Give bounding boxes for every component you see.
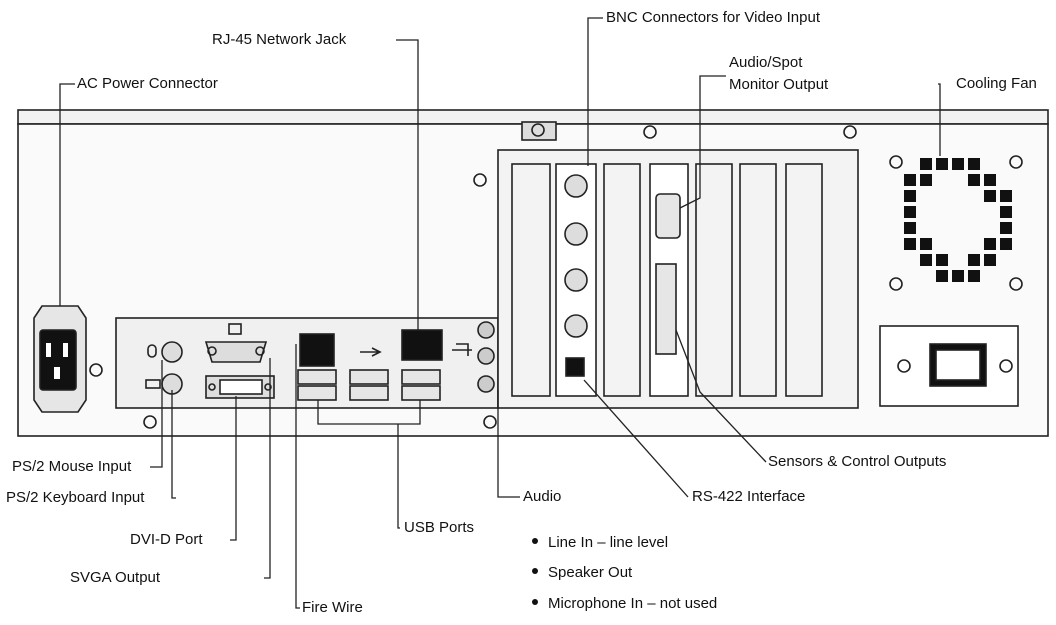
label-sensors-control-outputs: Sensors & Control Outputs [768, 453, 947, 470]
screw-icon [643, 125, 657, 139]
bullet-icon [532, 568, 538, 575]
power-switch-plate [879, 325, 1019, 407]
usb-port [297, 369, 337, 385]
audio-item-text: Line In – line level [548, 534, 669, 551]
usb-port [401, 385, 441, 401]
usb-port [349, 385, 389, 401]
screw-icon [999, 359, 1013, 373]
rs422-connector [565, 357, 585, 377]
slot-cover [739, 163, 777, 397]
audio-mic-in-jack [477, 375, 495, 393]
label-rj45-network-jack: RJ-45 Network Jack [212, 31, 347, 48]
rj45-port [401, 329, 443, 361]
svga-port [204, 341, 268, 363]
bnc-connector [564, 222, 588, 246]
firewire-port [299, 333, 335, 367]
usb-icon [360, 347, 382, 357]
bullet-icon [532, 599, 538, 606]
label-audio: Audio [523, 488, 562, 505]
slot-cover [695, 163, 733, 397]
screw-icon [89, 363, 103, 377]
slot-cover [785, 163, 823, 397]
label-audio-spot-line1: Audio/Spot [729, 54, 803, 71]
screw-icon [1009, 277, 1023, 291]
screw-icon [473, 173, 487, 187]
label-ps2-keyboard-input: PS/2 Keyboard Input [6, 489, 145, 506]
bracket-tab [521, 121, 557, 141]
audio-line-in-jack [477, 321, 495, 339]
screw-icon [843, 125, 857, 139]
ps2-mouse-port [161, 341, 183, 363]
label-fire-wire: Fire Wire [302, 599, 363, 616]
network-icon [452, 343, 472, 356]
screw-icon [1009, 155, 1023, 169]
label-bnc-connectors: BNC Connectors for Video Input [606, 9, 821, 26]
spot-monitor-connector [655, 193, 681, 239]
screw-icon [143, 415, 157, 429]
audio-item-text: Microphone In – not used [548, 595, 718, 612]
label-cooling-fan: Cooling Fan [956, 75, 1037, 92]
audio-speaker-out-jack [477, 347, 495, 365]
audio-list-item: Microphone In – not used [532, 595, 717, 613]
label-svga-output: SVGA Output [70, 569, 161, 586]
label-ps2-mouse-input: PS/2 Mouse Input [12, 458, 132, 475]
screw-icon [483, 415, 497, 429]
audio-list-item: Line In – line level [532, 534, 668, 552]
bnc-connector [564, 268, 588, 292]
audio-list-item: Speaker Out [532, 564, 632, 582]
label-usb-ports: USB Ports [404, 519, 475, 536]
label-rs422-interface: RS-422 Interface [692, 488, 806, 505]
bullet-icon [532, 538, 538, 545]
power-switch-rocker [935, 349, 981, 381]
screw-icon [889, 277, 903, 291]
slot-cover [511, 163, 551, 397]
ac-power-connector [33, 305, 87, 413]
screw-icon [897, 359, 911, 373]
bnc-connector [564, 314, 588, 338]
slot-cover [603, 163, 641, 397]
dvi-port [205, 375, 275, 399]
label-audio-spot-line2: Monitor Output [729, 76, 829, 93]
label-ac-power-connector: AC Power Connector [77, 75, 218, 92]
screw-icon [531, 123, 545, 137]
cooling-fan-grille [904, 158, 1012, 282]
usb-port [297, 385, 337, 401]
bnc-connector [564, 174, 588, 198]
keyboard-icon [145, 379, 161, 389]
mouse-icon [147, 344, 157, 358]
usb-port [401, 369, 441, 385]
leader-lines [59, 17, 941, 609]
label-dvi-d-port: DVI-D Port [130, 531, 203, 548]
usb-port [349, 369, 389, 385]
audio-item-text: Speaker Out [548, 564, 633, 581]
sensor-terminal-block [655, 263, 677, 355]
screw-icon [889, 155, 903, 169]
monitor-icon [228, 323, 242, 335]
